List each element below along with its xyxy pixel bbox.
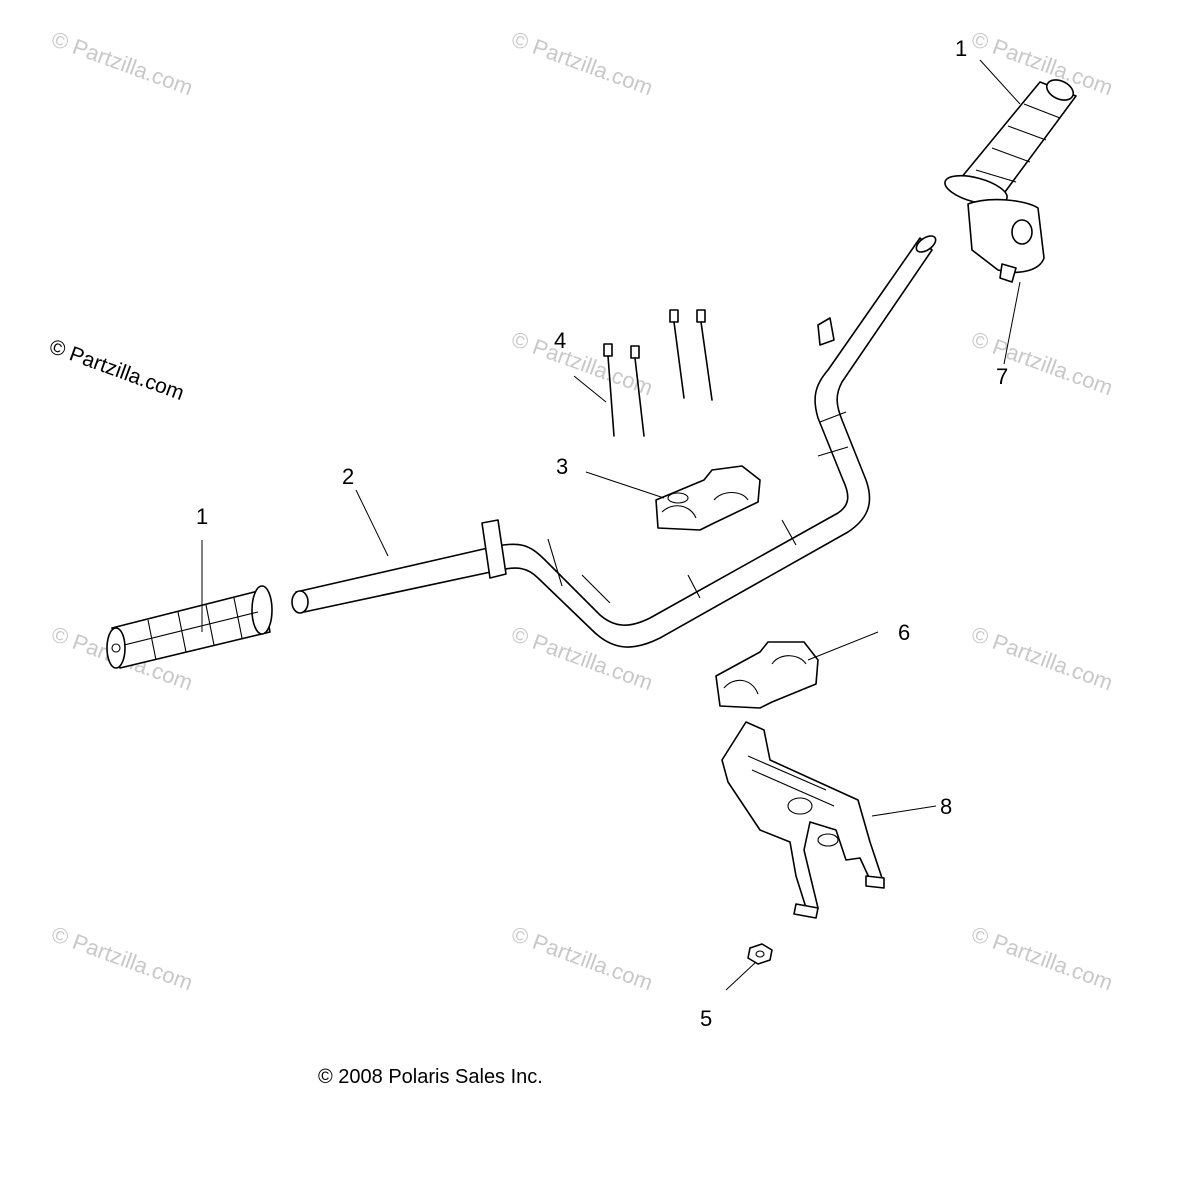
- watermark: © Partzilla.com: [968, 621, 1116, 695]
- grip-right-flange: [944, 174, 1008, 206]
- mounting-bracket: [721, 721, 885, 919]
- watermark: © Partzilla.com: [508, 921, 656, 995]
- handlebar-collar: [481, 519, 507, 579]
- bolt: [696, 309, 713, 401]
- handlebar: [291, 235, 937, 648]
- watermark: © Partzilla.com: [508, 26, 656, 100]
- callout-8-bracket: 8: [940, 794, 952, 819]
- handlebar-end-left: [291, 590, 309, 614]
- watermark: © Partzilla.com: [968, 326, 1116, 400]
- lower-clamp: [715, 641, 819, 709]
- throttle-housing: [967, 198, 1045, 283]
- partzilla-logo-mark: © Partzilla.com: [46, 335, 187, 405]
- callout-1-right-grip: 1: [955, 36, 967, 61]
- bolt: [603, 343, 615, 437]
- watermark: © Partzilla.com: [48, 921, 196, 995]
- handlebar-tab: [817, 317, 835, 346]
- grip-left-end: [106, 627, 126, 669]
- callout-6-lower-clamp: 6: [898, 620, 910, 645]
- bolt: [669, 309, 685, 399]
- bolt: [630, 345, 645, 437]
- grip-left: [106, 585, 273, 669]
- callout-3-upper-clamp: 3: [556, 454, 568, 479]
- callout-1-left-grip: 1: [196, 504, 208, 529]
- grip-right-end: [1045, 79, 1075, 101]
- copyright-notice: © 2008 Polaris Sales Inc.: [318, 1066, 543, 1088]
- callout-7-throttle: 7: [996, 364, 1008, 389]
- watermark: © Partzilla.com: [968, 921, 1116, 995]
- nut: [747, 943, 773, 965]
- grip-left-flange: [251, 585, 273, 635]
- callouts: 1 1 2 3 4 5 6 7 8: [196, 36, 1008, 1031]
- grip-right: [944, 79, 1077, 206]
- callout-4-bolts: 4: [554, 328, 566, 353]
- watermarks: © Partzilla.com © Partzilla.com © Partzi…: [48, 26, 1116, 995]
- leader-lines: [201, 59, 1021, 991]
- bolts: [603, 309, 713, 437]
- handlebar-end-right: [915, 235, 937, 253]
- watermark: © Partzilla.com: [48, 26, 196, 100]
- callout-2-handlebar: 2: [342, 464, 354, 489]
- upper-clamp: [655, 465, 761, 531]
- watermark: © Partzilla.com: [508, 326, 656, 400]
- callout-5-nut: 5: [700, 1006, 712, 1031]
